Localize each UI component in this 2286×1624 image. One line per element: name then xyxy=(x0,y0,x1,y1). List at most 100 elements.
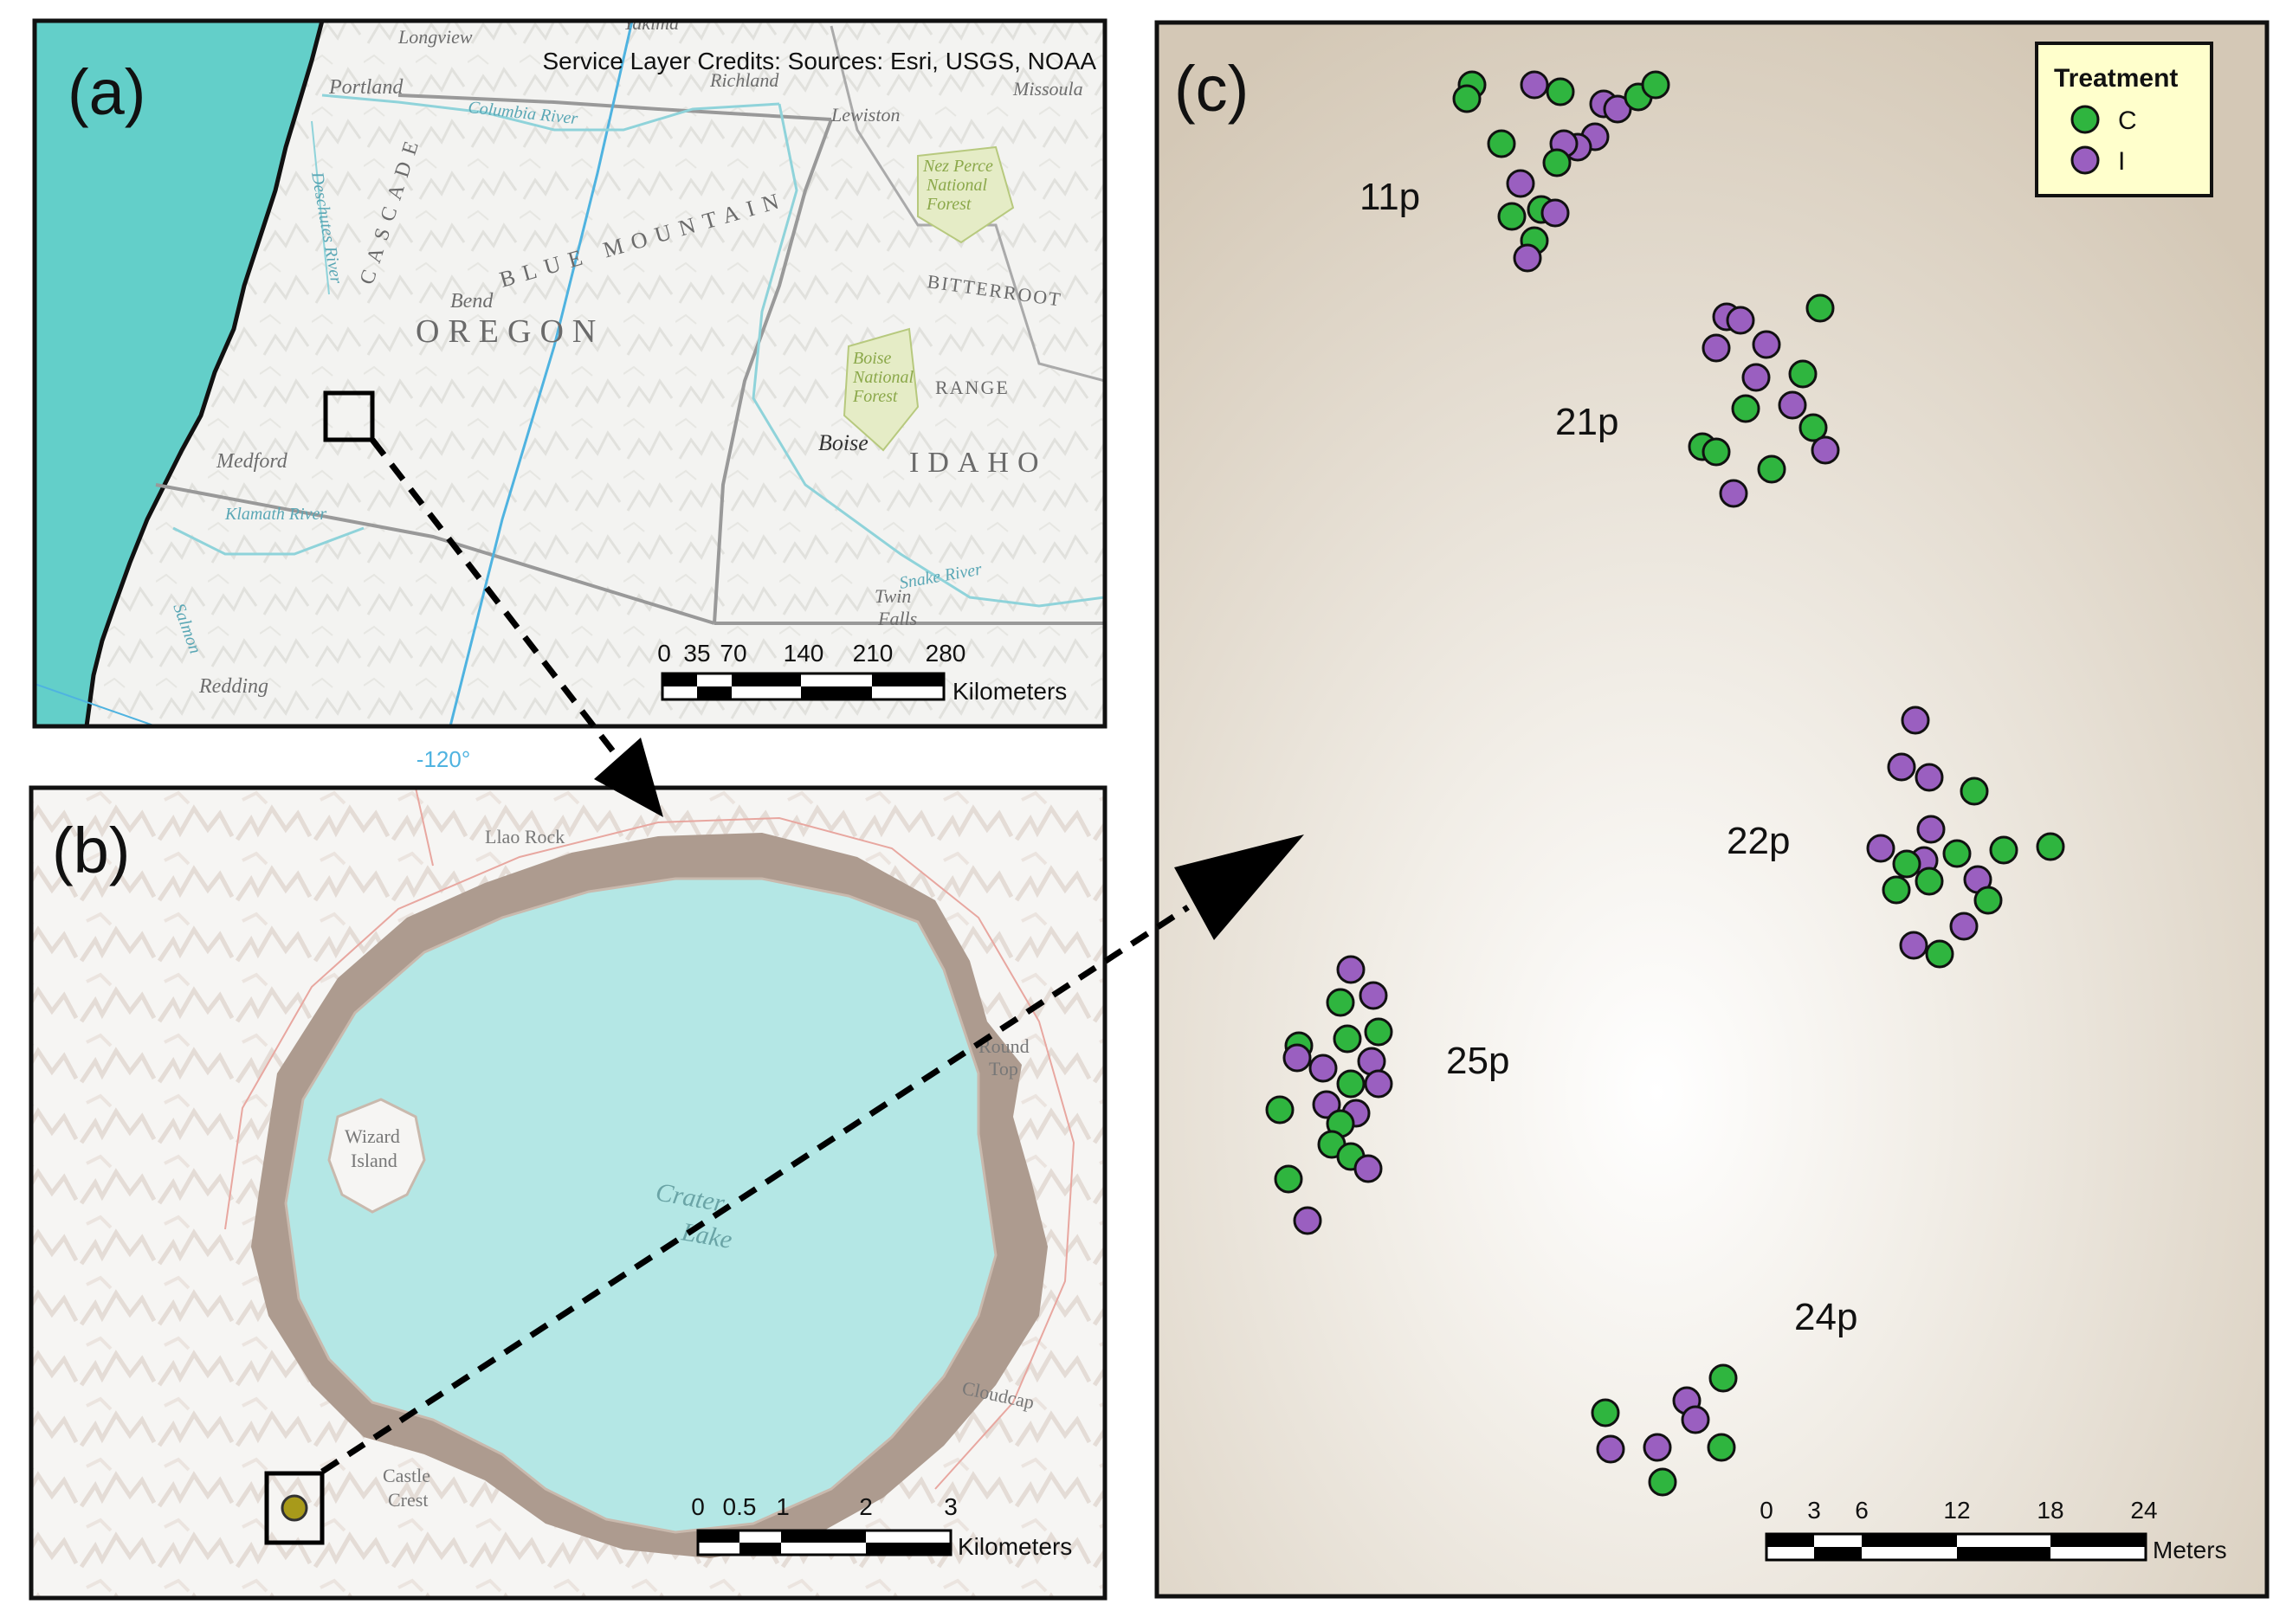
ocean-area xyxy=(35,21,322,726)
tree-point-c xyxy=(1882,875,1911,905)
state-border-or-id xyxy=(713,119,833,624)
label-round-top-2: Top xyxy=(989,1058,1018,1079)
label-wizard-island-1: Wizard xyxy=(345,1125,400,1147)
service-layer-credit: Service Layer Credits: Sources: Esri, US… xyxy=(542,48,1096,74)
tree-point-i xyxy=(1916,815,1946,844)
label-nezperce-forest-1: Nez Perce xyxy=(922,157,993,176)
study-area-box-b xyxy=(264,1471,325,1545)
scale-bar-c: 0 3 6 12 18 24 Meters xyxy=(1760,1497,2226,1563)
tree-point-c xyxy=(1591,1398,1620,1427)
tree-point-c xyxy=(1648,1467,1677,1497)
tree-point-c xyxy=(1805,293,1835,323)
tree-point-i xyxy=(1293,1206,1322,1235)
access-road xyxy=(415,788,434,867)
scale-c-tick-1: 3 xyxy=(1807,1497,1821,1524)
arrowhead-a-b xyxy=(594,738,663,817)
graticule-label: -120° xyxy=(417,746,470,772)
tree-point-c xyxy=(1798,413,1828,442)
tree-point-c xyxy=(1708,1363,1738,1393)
label-twin-falls-2: Falls xyxy=(877,608,917,629)
scale-b-unit: Kilometers xyxy=(958,1533,1072,1560)
wizard-island xyxy=(327,1098,426,1214)
tree-point-c xyxy=(1757,454,1786,484)
label-nezperce-forest-2: National xyxy=(926,176,987,195)
scale-b-tick-0: 0 xyxy=(691,1493,705,1520)
national-forest-nezperce xyxy=(917,145,1015,244)
label-castle-crest-2: Crest xyxy=(388,1489,428,1511)
scale-a-tick-2: 70 xyxy=(720,640,746,667)
tree-points xyxy=(1265,70,2065,1497)
label-portland: Portland xyxy=(328,76,404,99)
tree-point-i xyxy=(1643,1433,1672,1462)
plot-label-11p: 11p xyxy=(1359,176,1420,218)
tree-point-c xyxy=(1265,1095,1295,1125)
label-nezperce-forest-3: Forest xyxy=(926,195,972,214)
tree-point-i xyxy=(1901,706,1930,735)
tree-point-c xyxy=(1274,1164,1303,1194)
tree-point-i xyxy=(1513,243,1542,273)
state-border-or-wa xyxy=(397,93,832,121)
tree-point-c xyxy=(1326,988,1355,1017)
tree-point-c xyxy=(1925,939,1954,969)
columbia-river xyxy=(321,93,780,132)
tree-point-i xyxy=(1702,333,1731,363)
label-llao-rock: Llao Rock xyxy=(485,826,565,847)
tree-point-c xyxy=(1892,849,1921,879)
scale-b-tick-1: 0.5 xyxy=(723,1493,757,1520)
legend-swatch-c xyxy=(2070,105,2100,134)
study-area-box-a xyxy=(323,390,375,442)
panel-a-label: (a) xyxy=(68,56,145,128)
label-lewiston: Lewiston xyxy=(830,104,900,126)
plot-label-22p: 22p xyxy=(1727,820,1790,862)
label-boise-forest-3: Forest xyxy=(852,387,898,406)
label-yakima: Yakima xyxy=(623,12,679,34)
tree-point-c xyxy=(1942,839,1972,868)
tree-point-i xyxy=(1726,306,1755,335)
tree-point-i xyxy=(1520,70,1549,100)
study-site-marker xyxy=(281,1494,308,1522)
plot-label-24p: 24p xyxy=(1794,1296,1857,1338)
tree-point-c xyxy=(1973,886,2003,915)
scale-a-unit: Kilometers xyxy=(953,678,1067,705)
scale-a-tick-0: 0 xyxy=(657,640,671,667)
arrowhead-b-c xyxy=(1174,835,1304,940)
scale-c-tick-2: 6 xyxy=(1855,1497,1869,1524)
tree-point-c xyxy=(1333,1024,1362,1054)
tree-point-i xyxy=(1312,1090,1341,1119)
panel-a: Portland Bend Medford Redding Boise Twin… xyxy=(32,12,1107,772)
label-bend: Bend xyxy=(450,290,494,313)
label-klamath-river: Klamath River xyxy=(224,505,326,524)
scale-c-tick-5: 24 xyxy=(2130,1497,2157,1524)
tree-point-i xyxy=(1681,1405,1710,1434)
label-wizard-island-2: Island xyxy=(351,1150,397,1171)
tree-point-i xyxy=(1752,330,1781,359)
graticule-line xyxy=(449,21,634,726)
scale-c-tick-4: 18 xyxy=(2037,1497,2063,1524)
scale-b-tick-2: 1 xyxy=(776,1493,790,1520)
snake-river xyxy=(752,103,1105,608)
panel-c: (c) Treatment C I 11p 21p 22p 25p 24p xyxy=(1154,20,2270,1599)
tree-point-c xyxy=(1989,835,2018,865)
scale-a-tick-5: 280 xyxy=(926,640,966,667)
tree-point-i xyxy=(1353,1154,1383,1183)
tree-point-i xyxy=(1778,390,1807,420)
klamath-river xyxy=(172,526,365,556)
label-richland: Richland xyxy=(709,69,779,91)
connector-b-to-c xyxy=(320,835,1304,1474)
tree-point-i xyxy=(1540,198,1570,228)
label-redding: Redding xyxy=(198,675,268,698)
panel-c-label: (c) xyxy=(1174,53,1249,125)
tree-point-c xyxy=(1452,84,1482,113)
tree-point-c xyxy=(2036,832,2065,861)
legend-label-i: I xyxy=(2118,147,2125,176)
crater-lake xyxy=(284,877,998,1534)
tree-point-c xyxy=(1641,70,1670,100)
tree-point-i xyxy=(1887,752,1916,782)
tree-point-c xyxy=(1707,1433,1736,1462)
scale-bar-b: 0 0.5 1 2 3 Kilometers xyxy=(691,1493,1072,1560)
connector-line-a-b xyxy=(370,437,628,770)
plot-label-25p: 25p xyxy=(1446,1040,1509,1082)
connector-line-b-c xyxy=(320,905,1190,1474)
panel-c-frame xyxy=(1154,20,2270,1599)
